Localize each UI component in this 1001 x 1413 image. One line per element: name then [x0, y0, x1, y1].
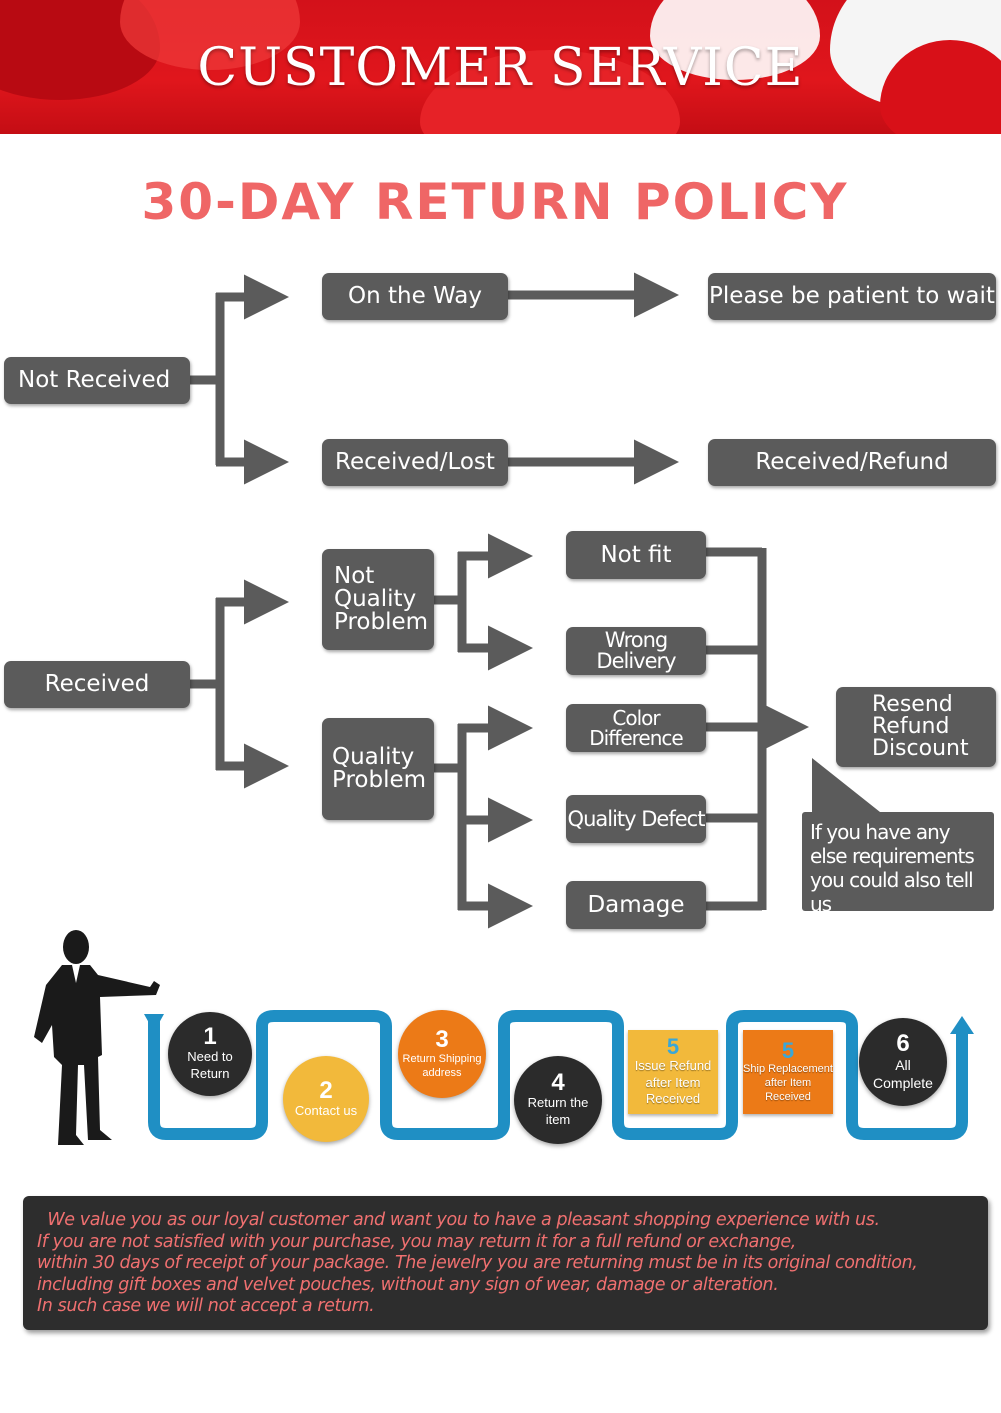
quality-defect-box: Quality Defect: [566, 795, 706, 843]
not-quality-problem-label: Not Quality Problem: [334, 563, 429, 635]
received-refund-label: Received/Refund: [755, 449, 949, 475]
businessman-silhouette: [34, 930, 160, 1145]
step-1-number: 1: [203, 1023, 217, 1051]
step-5-ship-replacement: 5 Ship Replacement after Item Received: [743, 1030, 833, 1114]
message-line: including gift boxes and velvet pouches,…: [37, 1274, 779, 1295]
message-line: We value you as our loyal customer and w…: [37, 1210, 880, 1230]
step-6-all-complete: 6 All Complete: [859, 1018, 947, 1106]
not-received-box: Not Received: [4, 357, 190, 404]
step-4-number: 4: [551, 1069, 565, 1097]
step-5b-label: Ship Replacement after Item Received: [743, 1062, 833, 1104]
step-3-number: 3: [435, 1025, 449, 1053]
message-line: In such case we will not accept a return…: [37, 1296, 375, 1316]
rose-petal-decoration: [650, 0, 820, 80]
color-difference-box: Color Difference: [566, 704, 706, 752]
banner-title: CUSTOMER SERVICE: [197, 38, 804, 98]
step-1-label: Need to Return: [187, 1049, 233, 1081]
step-5a-number: 5: [666, 1033, 680, 1059]
step-4-return-the-item: 4 Return the item: [514, 1056, 602, 1144]
received-label: Received: [44, 671, 150, 697]
outcome-label: Resend Refund Discount: [872, 692, 969, 761]
process-track: [144, 1010, 974, 1140]
message-line: within 30 days of receipt of your packag…: [37, 1253, 918, 1273]
quality-defect-label: Quality Defect: [567, 806, 706, 831]
received-lost-label: Received/Lost: [335, 449, 495, 475]
return-policy-message: We value you as our loyal customer and w…: [23, 1196, 988, 1330]
not-fit-label: Not fit: [600, 541, 672, 568]
step-5-issue-refund: 5 Issue Refund after Item Received: [628, 1030, 718, 1114]
step-2-contact-us: 2 Contact us: [283, 1056, 369, 1142]
step-1-need-to-return: 1 Need to Return: [168, 1012, 252, 1096]
not-received-label: Not Received: [18, 367, 171, 393]
received-refund-box: Received/Refund: [708, 439, 996, 486]
wrong-delivery-box: Wrong Delivery: [566, 627, 706, 675]
outcome-box: Resend Refund Discount: [836, 687, 996, 767]
damage-label: Damage: [587, 891, 685, 918]
step-3-label: Return Shipping address: [402, 1052, 482, 1079]
policy-title: 30-DAY RETURN POLICY: [141, 173, 849, 231]
step-6-label: All Complete: [873, 1056, 933, 1091]
wrong-delivery-label: Wrong Delivery: [596, 628, 676, 673]
speech-tail: [812, 758, 880, 812]
step-3-return-shipping-address: 3 Return Shipping address: [398, 1010, 486, 1098]
not-fit-box: Not fit: [566, 531, 706, 579]
not-quality-problem-box: Not Quality Problem: [322, 549, 434, 650]
color-difference-label: Color Difference: [589, 706, 683, 750]
message-line: If you are not satisfied with your purch…: [37, 1231, 796, 1252]
step-2-label: Contact us: [294, 1102, 358, 1118]
step-6-number: 6: [896, 1029, 910, 1057]
requirements-note: If you have any else requirements you co…: [802, 812, 994, 916]
on-the-way-label: On the Way: [347, 283, 483, 309]
step-5a-label: Issue Refund after Item Received: [634, 1057, 712, 1107]
quality-problem-box: Quality Problem: [322, 718, 434, 820]
step-4-label: Return the item: [527, 1095, 589, 1127]
step-2-number: 2: [319, 1076, 333, 1104]
received-box: Received: [4, 661, 190, 708]
please-wait-box: Please be patient to wait: [708, 273, 996, 320]
received-lost-box: Received/Lost: [322, 439, 508, 486]
quality-problem-label: Quality Problem: [332, 744, 427, 793]
step-5b-number: 5: [781, 1037, 795, 1063]
damage-box: Damage: [566, 881, 706, 929]
on-the-way-box: On the Way: [322, 273, 508, 320]
please-wait-label: Please be patient to wait: [709, 283, 995, 309]
banner: CUSTOMER SERVICE: [0, 0, 1001, 134]
